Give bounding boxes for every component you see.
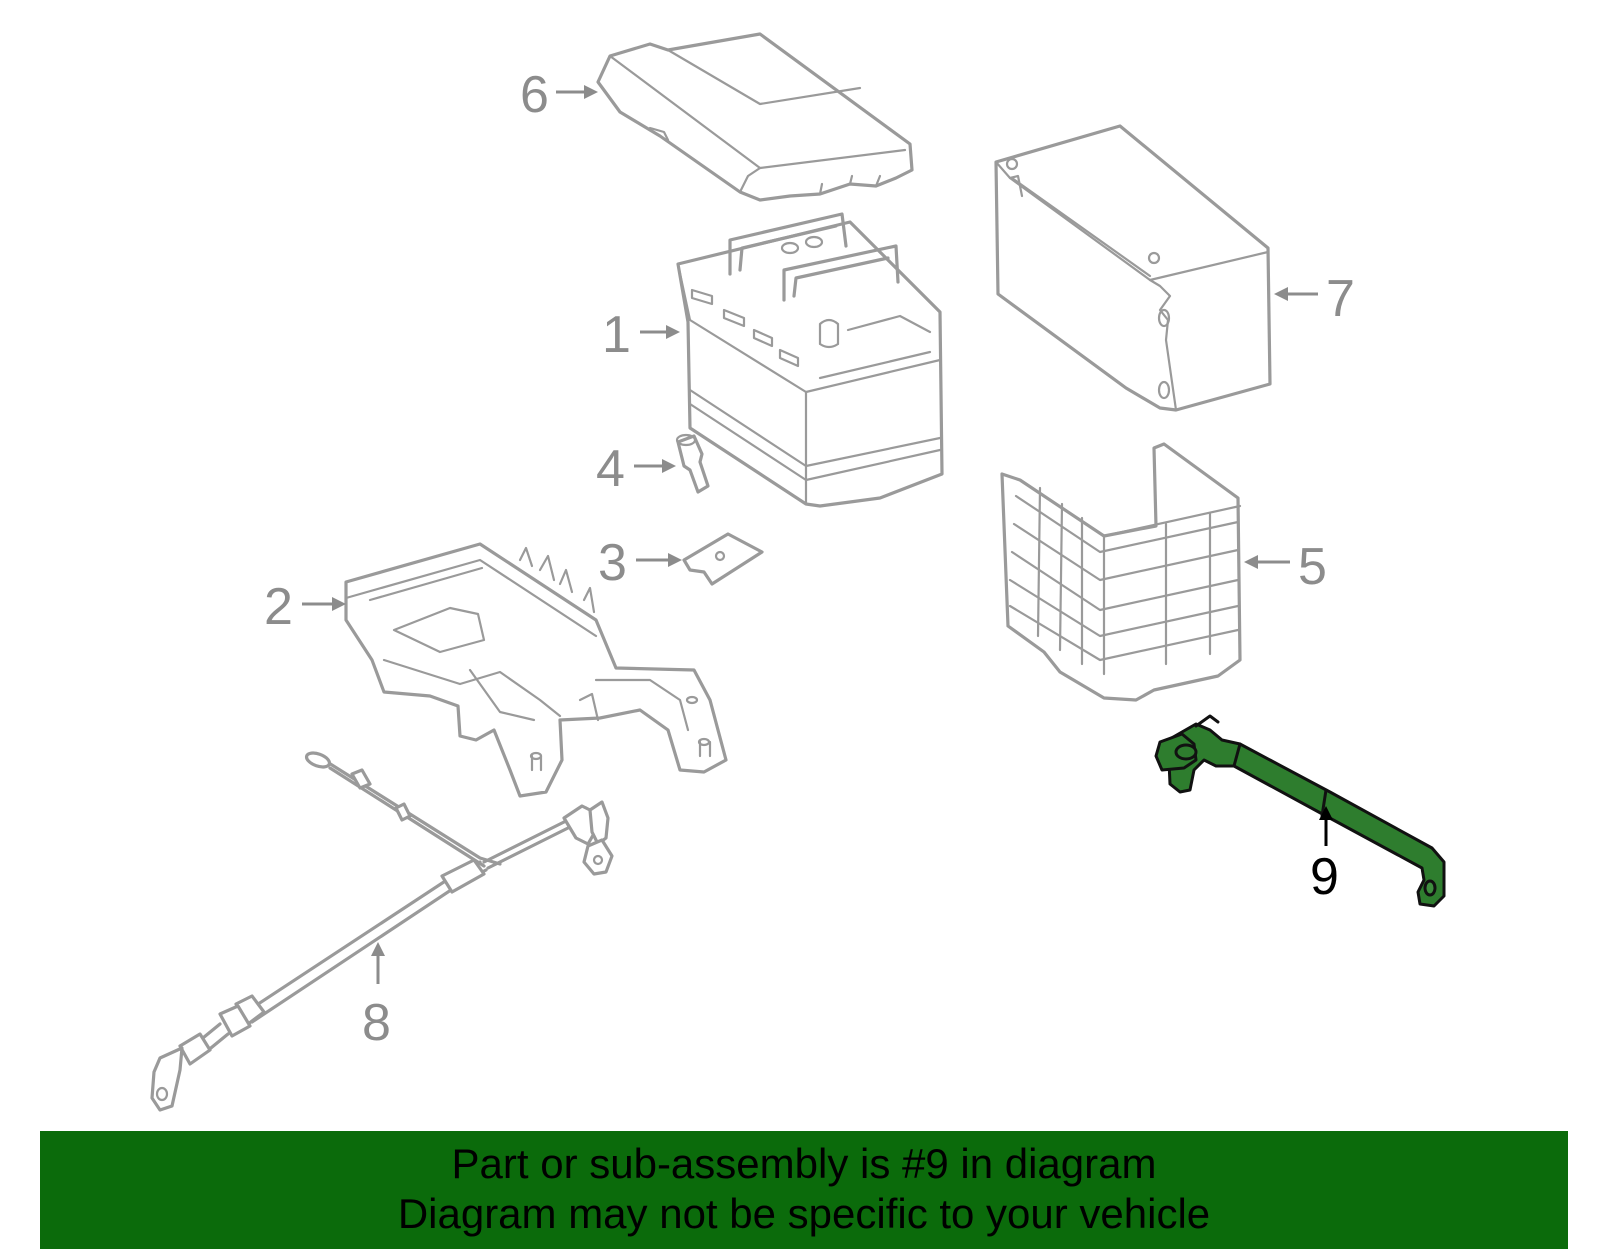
callout-2-label: 2 bbox=[264, 578, 293, 636]
callout-2: 2 bbox=[264, 578, 346, 636]
part-5-heat-shield[interactable] bbox=[1000, 442, 1242, 702]
banner-line-1: Part or sub-assembly is #9 in diagram bbox=[451, 1140, 1157, 1187]
part-2-battery-tray[interactable] bbox=[344, 542, 728, 798]
callout-3-label: 3 bbox=[598, 534, 627, 592]
callout-9: 9 bbox=[1310, 806, 1339, 906]
banner-line-2: Diagram may not be specific to your vehi… bbox=[397, 1190, 1211, 1237]
callout-4-label: 4 bbox=[596, 440, 625, 498]
part-6-battery-cover[interactable] bbox=[596, 32, 914, 202]
part-1-battery[interactable] bbox=[676, 212, 944, 508]
part-3-clamp[interactable] bbox=[682, 532, 764, 586]
part-8-cable[interactable] bbox=[150, 750, 614, 1112]
callout-6: 6 bbox=[520, 66, 598, 124]
parts-diagram: 6 1 4 3 2 7 5 8 bbox=[150, 32, 1446, 1112]
callout-8: 8 bbox=[362, 942, 391, 1052]
callout-7-label: 7 bbox=[1326, 270, 1355, 328]
callout-1: 1 bbox=[602, 306, 680, 364]
callout-9-label: 9 bbox=[1310, 848, 1339, 906]
part-7-insulator[interactable] bbox=[994, 124, 1272, 412]
callout-1-label: 1 bbox=[602, 306, 631, 364]
callout-6-label: 6 bbox=[520, 66, 549, 124]
part-4-bolt[interactable] bbox=[675, 433, 710, 494]
part-9-battery-cable-highlighted[interactable] bbox=[1154, 714, 1446, 908]
callout-7: 7 bbox=[1274, 270, 1355, 328]
callout-8-label: 8 bbox=[362, 994, 391, 1052]
callout-5: 5 bbox=[1244, 538, 1327, 596]
callout-4: 4 bbox=[596, 440, 676, 498]
callout-5-label: 5 bbox=[1298, 538, 1327, 596]
callout-3: 3 bbox=[598, 534, 682, 592]
info-banner: Part or sub-assembly is #9 in diagram Di… bbox=[40, 1131, 1568, 1249]
